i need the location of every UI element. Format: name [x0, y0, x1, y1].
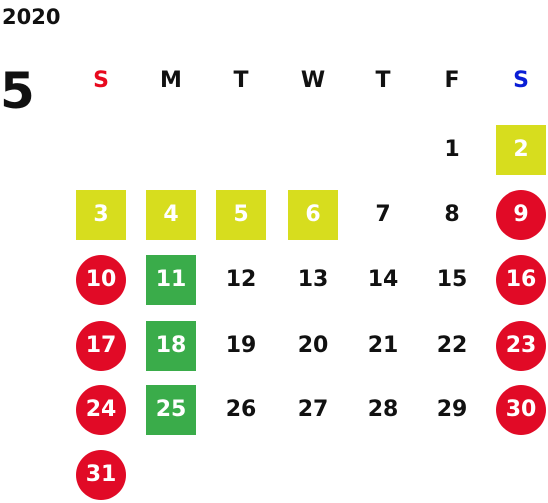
calendar-day[interactable]: 28 — [367, 397, 399, 422]
calendar-day[interactable]: 15 — [436, 267, 468, 292]
calendar-day[interactable]: 10 — [76, 255, 126, 305]
calendar-day[interactable]: 25 — [146, 385, 196, 435]
calendar-day[interactable]: 17 — [76, 321, 126, 371]
calendar-day[interactable]: 1 — [444, 137, 460, 162]
calendar-day[interactable]: 21 — [367, 333, 399, 358]
calendar-day[interactable]: 19 — [225, 333, 257, 358]
calendar-day[interactable]: 18 — [146, 321, 196, 371]
year-label: 2020 — [2, 5, 61, 29]
calendar-day[interactable]: 24 — [76, 385, 126, 435]
calendar-day[interactable]: 4 — [146, 190, 196, 240]
month-label: 5 — [0, 62, 35, 120]
calendar-day[interactable]: 2 — [496, 125, 546, 175]
weekday-label: S — [513, 68, 529, 93]
calendar-day[interactable]: 31 — [76, 450, 126, 500]
calendar-day[interactable]: 7 — [375, 202, 391, 227]
calendar-day[interactable]: 26 — [225, 397, 257, 422]
weekday-label: M — [160, 68, 182, 93]
calendar-day[interactable]: 29 — [436, 397, 468, 422]
calendar-day[interactable]: 3 — [76, 190, 126, 240]
calendar-day[interactable]: 9 — [496, 190, 546, 240]
calendar-day[interactable]: 11 — [146, 255, 196, 305]
calendar-day[interactable]: 8 — [444, 202, 460, 227]
calendar-day[interactable]: 6 — [288, 190, 338, 240]
weekday-label: S — [93, 68, 109, 93]
weekday-label: F — [444, 68, 460, 93]
calendar-day[interactable]: 16 — [496, 255, 546, 305]
weekday-label: T — [375, 68, 391, 93]
calendar-day[interactable]: 22 — [436, 333, 468, 358]
weekday-label: W — [300, 68, 326, 93]
calendar-day[interactable]: 13 — [297, 267, 329, 292]
calendar-day[interactable]: 23 — [496, 321, 546, 371]
calendar-day[interactable]: 14 — [367, 267, 399, 292]
calendar-day[interactable]: 12 — [225, 267, 257, 292]
calendar-day[interactable]: 30 — [496, 385, 546, 435]
calendar-day[interactable]: 27 — [297, 397, 329, 422]
calendar-day[interactable]: 20 — [297, 333, 329, 358]
calendar-day[interactable]: 5 — [216, 190, 266, 240]
weekday-label: T — [233, 68, 249, 93]
